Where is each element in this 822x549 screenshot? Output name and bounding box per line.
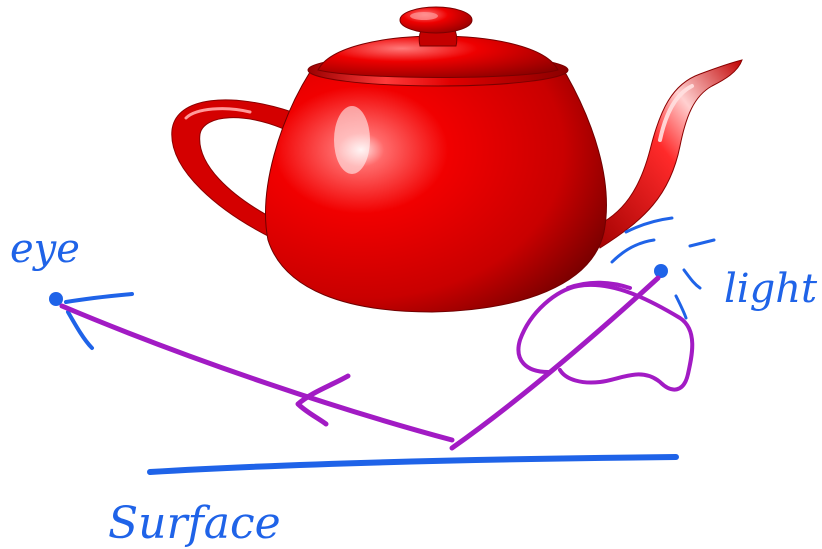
teapot-body: [266, 63, 607, 313]
teapot-knob: [400, 7, 472, 33]
light-point: [654, 264, 668, 278]
eye-label: eye: [10, 226, 80, 272]
surface-label: Surface: [108, 498, 281, 549]
reflected-ray: [62, 306, 452, 440]
light-label: light: [724, 266, 818, 312]
reflection-lobe: [518, 285, 692, 390]
surface-line: [150, 457, 676, 472]
